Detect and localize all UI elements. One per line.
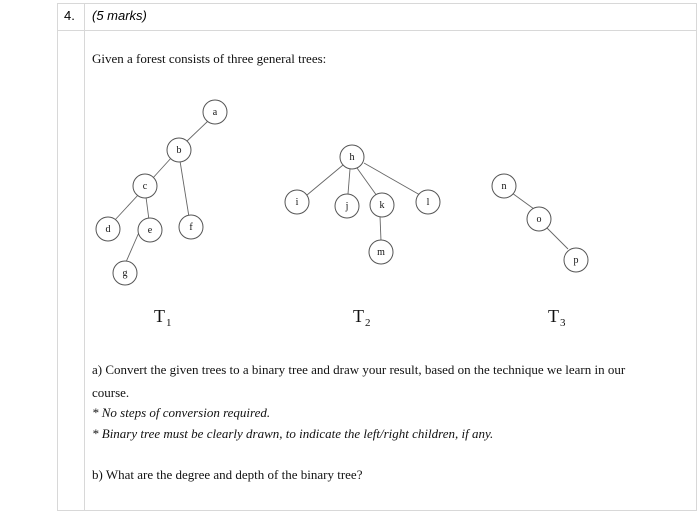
svg-text:p: p bbox=[574, 255, 579, 266]
node-h: h bbox=[339, 144, 365, 170]
svg-text:b: b bbox=[177, 145, 182, 156]
tree1-edges bbox=[113, 120, 209, 263]
svg-text:h: h bbox=[350, 152, 355, 163]
svg-text:3: 3 bbox=[560, 317, 566, 329]
tree1-label: T 1 bbox=[154, 306, 172, 329]
node-c: c bbox=[132, 173, 158, 199]
edge-a-b bbox=[185, 120, 209, 143]
svg-text:T: T bbox=[154, 306, 165, 326]
svg-text:f: f bbox=[189, 222, 193, 233]
svg-text:g: g bbox=[123, 268, 128, 279]
svg-text:a: a bbox=[213, 107, 218, 118]
edge-c-d bbox=[113, 193, 140, 222]
edge-n-o bbox=[511, 192, 535, 210]
header-divider bbox=[57, 30, 697, 31]
svg-text:d: d bbox=[106, 224, 111, 235]
svg-text:c: c bbox=[143, 181, 148, 192]
part-a-note2: * Binary tree must be clearly drawn, to … bbox=[92, 426, 494, 441]
question-marks: (5 marks) bbox=[92, 8, 147, 23]
tree2-edges bbox=[306, 162, 421, 242]
tree3-label: T 3 bbox=[548, 306, 566, 329]
node-e: e bbox=[137, 217, 163, 243]
svg-text:T: T bbox=[548, 306, 559, 326]
edge-h-j bbox=[347, 168, 351, 195]
node-p: p bbox=[563, 247, 589, 273]
question-number: 4. bbox=[64, 8, 75, 23]
node-g: g bbox=[112, 260, 138, 286]
node-l: l bbox=[415, 189, 441, 215]
node-b: b bbox=[166, 137, 192, 163]
edge-k-m bbox=[379, 215, 382, 242]
edge-d-g bbox=[125, 229, 141, 263]
svg-text:l: l bbox=[427, 197, 430, 208]
svg-text:m: m bbox=[377, 247, 385, 258]
edge-h-i bbox=[306, 164, 344, 196]
node-d: d bbox=[95, 216, 121, 242]
node-j: j bbox=[334, 193, 360, 219]
node-o: o bbox=[526, 206, 552, 232]
node-k: k bbox=[369, 192, 395, 218]
edge-b-c bbox=[151, 156, 173, 180]
node-i: i bbox=[284, 189, 310, 215]
node-a: a bbox=[202, 99, 228, 125]
part-a-line1: a) Convert the given trees to a binary t… bbox=[92, 362, 626, 377]
edge-c-e bbox=[145, 196, 150, 221]
question-intro: Given a forest consists of three general… bbox=[92, 51, 327, 66]
svg-text:i: i bbox=[296, 197, 299, 208]
svg-text:1: 1 bbox=[166, 317, 172, 329]
node-m: m bbox=[368, 239, 394, 265]
tree2-label: T 2 bbox=[353, 306, 371, 329]
question-frame bbox=[57, 3, 697, 511]
svg-text:e: e bbox=[148, 225, 153, 236]
tree3-edges bbox=[511, 192, 569, 250]
svg-text:n: n bbox=[502, 181, 507, 192]
svg-text:T: T bbox=[353, 306, 364, 326]
node-f: f bbox=[178, 214, 204, 240]
svg-text:j: j bbox=[345, 201, 349, 212]
edge-o-p bbox=[545, 226, 569, 250]
edge-b-f bbox=[179, 160, 190, 218]
part-a-line2: course. bbox=[92, 385, 130, 400]
edge-h-l bbox=[363, 162, 421, 196]
part-b-question: b) What are the degree and depth of the … bbox=[92, 467, 363, 482]
edge-h-k bbox=[356, 167, 378, 197]
part-a-note1: * No steps of conversion required. bbox=[92, 405, 271, 420]
svg-text:o: o bbox=[537, 214, 542, 225]
svg-text:2: 2 bbox=[365, 317, 371, 329]
svg-text:k: k bbox=[380, 200, 385, 211]
node-n: n bbox=[491, 173, 517, 199]
number-column-divider bbox=[84, 3, 85, 511]
